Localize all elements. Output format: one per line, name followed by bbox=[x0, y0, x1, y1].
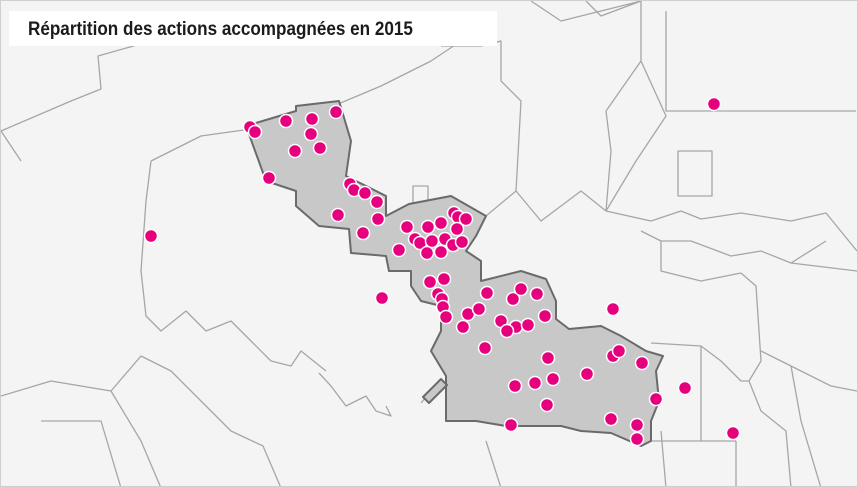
border-line bbox=[110, 390, 161, 486]
border-line bbox=[485, 440, 502, 486]
border-line bbox=[110, 355, 281, 486]
border-line bbox=[605, 210, 857, 252]
action-point bbox=[537, 308, 553, 324]
action-point bbox=[424, 233, 440, 249]
action-point bbox=[539, 397, 555, 413]
border-line bbox=[530, 1, 642, 22]
action-point bbox=[545, 371, 561, 387]
action-point bbox=[629, 431, 645, 447]
action-point bbox=[420, 219, 436, 235]
action-point bbox=[433, 244, 449, 260]
title-box bbox=[9, 11, 497, 46]
action-point bbox=[579, 366, 595, 382]
action-point bbox=[540, 350, 556, 366]
border-line bbox=[1, 380, 112, 397]
action-point bbox=[143, 228, 159, 244]
action-point bbox=[287, 143, 303, 159]
action-point bbox=[261, 170, 277, 186]
action-point bbox=[330, 207, 346, 223]
border-line bbox=[41, 420, 122, 486]
border-line bbox=[660, 241, 742, 282]
action-point bbox=[433, 215, 449, 231]
map-title: Répartition des actions accompagnées en … bbox=[28, 19, 413, 40]
action-point bbox=[677, 380, 693, 396]
border-line bbox=[605, 60, 642, 212]
action-point bbox=[303, 126, 319, 142]
action-point bbox=[369, 194, 385, 210]
border-line bbox=[665, 11, 856, 112]
action-point bbox=[499, 323, 515, 339]
action-point bbox=[419, 245, 435, 261]
border-line bbox=[760, 350, 857, 392]
action-point bbox=[278, 113, 294, 129]
action-points bbox=[143, 96, 741, 447]
border-line bbox=[790, 262, 857, 272]
border-line bbox=[1, 130, 22, 162]
region-shape bbox=[422, 378, 448, 404]
action-point bbox=[505, 291, 521, 307]
border-line bbox=[485, 190, 517, 217]
border-line bbox=[650, 342, 749, 382]
border-line bbox=[605, 1, 667, 212]
border-line bbox=[740, 272, 792, 486]
action-point bbox=[629, 417, 645, 433]
border-line bbox=[330, 40, 462, 108]
border-line bbox=[677, 150, 713, 197]
border-line bbox=[1, 35, 272, 132]
action-point bbox=[357, 185, 373, 201]
action-point bbox=[438, 309, 454, 325]
action-point bbox=[399, 219, 415, 235]
action-point bbox=[374, 290, 390, 306]
action-point bbox=[725, 425, 741, 441]
action-point bbox=[603, 411, 619, 427]
action-point bbox=[355, 225, 371, 241]
action-point bbox=[529, 286, 545, 302]
action-point bbox=[527, 375, 543, 391]
action-point bbox=[422, 274, 438, 290]
action-point bbox=[507, 378, 523, 394]
border-line bbox=[318, 372, 392, 417]
action-point bbox=[520, 317, 536, 333]
action-point bbox=[304, 111, 320, 127]
action-point bbox=[479, 285, 495, 301]
border-line bbox=[150, 128, 252, 162]
action-point bbox=[471, 301, 487, 317]
action-point bbox=[477, 340, 493, 356]
region-territory bbox=[245, 100, 664, 447]
action-point bbox=[247, 124, 263, 140]
border-line bbox=[660, 430, 667, 486]
action-point bbox=[503, 417, 519, 433]
action-point bbox=[634, 355, 650, 371]
action-point bbox=[513, 281, 529, 297]
border-line bbox=[640, 230, 827, 264]
border-line bbox=[790, 365, 822, 486]
action-point bbox=[328, 104, 344, 120]
action-point bbox=[370, 211, 386, 227]
action-point bbox=[454, 234, 470, 250]
action-point bbox=[611, 343, 627, 359]
action-point bbox=[449, 221, 465, 237]
action-point bbox=[605, 301, 621, 317]
border-line bbox=[585, 1, 642, 17]
action-point bbox=[391, 242, 407, 258]
border-line bbox=[480, 40, 522, 192]
region-shape bbox=[245, 100, 664, 447]
action-point bbox=[312, 140, 328, 156]
border-line bbox=[515, 190, 607, 222]
action-point bbox=[458, 211, 474, 227]
action-point bbox=[706, 96, 722, 112]
action-point bbox=[436, 271, 452, 287]
action-point bbox=[648, 391, 664, 407]
border-line bbox=[140, 160, 327, 372]
action-point bbox=[455, 319, 471, 335]
